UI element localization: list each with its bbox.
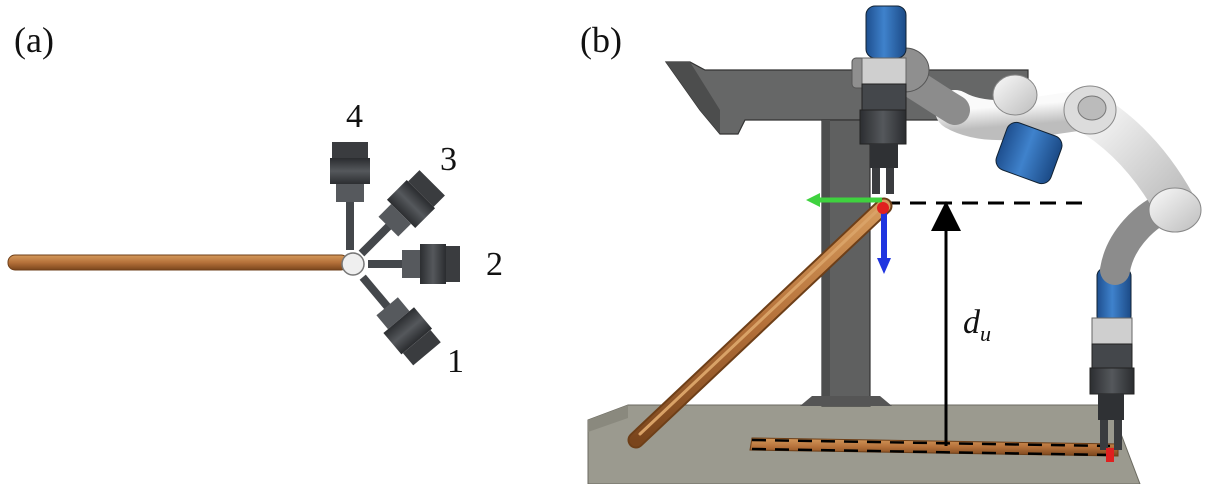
distance-subscript: u xyxy=(980,320,991,346)
panel-a xyxy=(7,142,460,366)
panel-b xyxy=(587,5,1202,484)
panel-label-b: (b) xyxy=(580,20,622,60)
rod-icon xyxy=(627,197,893,449)
gripper-icon xyxy=(368,244,460,284)
gripper-icon xyxy=(359,274,441,366)
gripper-icon xyxy=(358,170,445,257)
distance-symbol: d xyxy=(963,304,980,341)
gripper-position-2-label: 2 xyxy=(486,246,503,283)
gripper-position-3-label: 3 xyxy=(440,141,457,178)
gripper-icon xyxy=(330,142,370,250)
gripper-position-4-label: 4 xyxy=(346,98,363,135)
coordinate-frame-icon xyxy=(806,193,891,274)
panel-label-a: (a) xyxy=(14,20,54,60)
gripper-position-1-label: 1 xyxy=(447,343,464,380)
robot-arm-icon xyxy=(851,5,1202,462)
rod-icon xyxy=(749,437,1119,457)
distance-label: du xyxy=(963,306,991,345)
grasp-point-icon xyxy=(341,252,365,276)
rod-icon xyxy=(7,254,349,271)
